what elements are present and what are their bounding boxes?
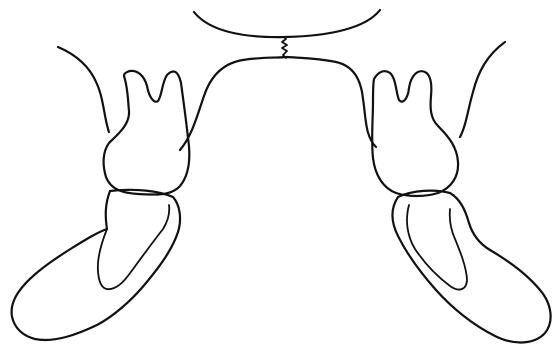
left-outer-contour [58,47,109,132]
left-inner-pulp [98,205,169,289]
right-lower-tooth-root [392,191,550,343]
left-upper-tooth-crown [104,71,190,195]
central-arch-outline [180,57,376,150]
right-upper-tooth-crown [372,71,458,196]
upper-lobe-outline [194,10,380,37]
zigzag-connector [282,37,287,58]
left-lower-tooth-root [12,190,180,340]
right-outer-contour [460,42,505,137]
right-inner-pulp [407,205,467,290]
